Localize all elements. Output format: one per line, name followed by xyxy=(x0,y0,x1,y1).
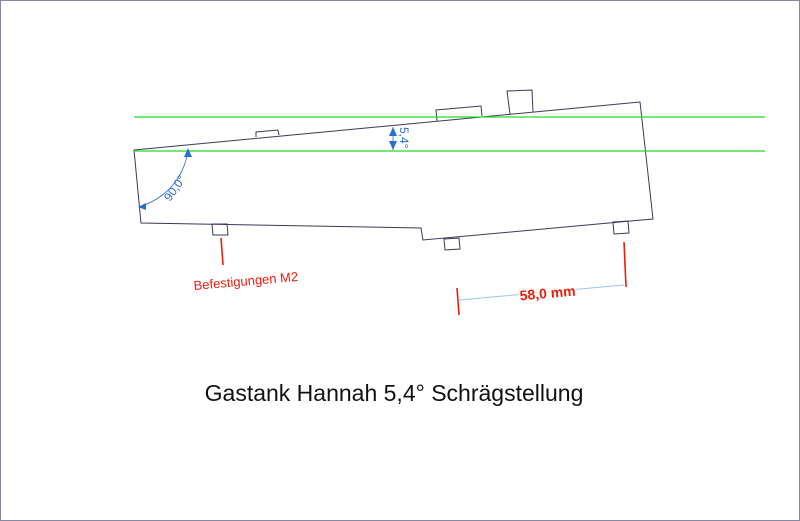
mount-label: Befestigungen M2 xyxy=(193,269,299,293)
arrow-icon xyxy=(138,203,146,210)
arrow-icon xyxy=(389,127,397,136)
angle-corner-label: 90,0° xyxy=(161,172,189,203)
dimension-extension-left xyxy=(456,287,460,316)
page-title: Gastank Hannah 5,4° Schrägstellung xyxy=(205,380,584,406)
mount-tab-2 xyxy=(443,237,461,251)
arrow-icon xyxy=(389,141,397,150)
angle-arc-90 xyxy=(141,151,189,207)
mount-tab-1 xyxy=(211,223,229,236)
mount-tab-3 xyxy=(612,220,630,235)
distance-label: 58,0 mm xyxy=(519,283,576,304)
mount-leader xyxy=(220,237,224,266)
dimension-line xyxy=(458,284,625,301)
tank-body xyxy=(133,101,654,241)
top-bump xyxy=(255,129,280,137)
top-box-1 xyxy=(435,105,483,122)
angle-tilt-label: 5,4° xyxy=(397,127,411,149)
dimension-extension-right xyxy=(623,241,627,288)
arrow-icon xyxy=(184,148,192,157)
top-box-2 xyxy=(506,89,534,115)
